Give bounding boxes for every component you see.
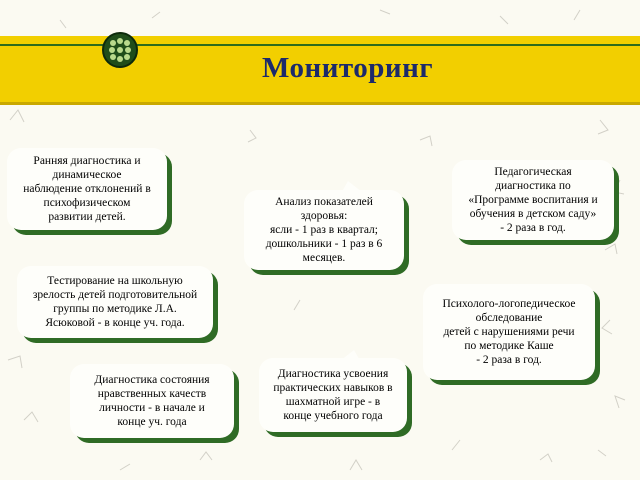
note-notch (336, 350, 362, 364)
note-notch (208, 398, 234, 412)
note-notch (340, 181, 366, 195)
note-early-diagnostics: Ранняя диагностика и динамическое наблюд… (7, 148, 167, 230)
note-text: Анализ показателей здоровья: ясли - 1 ра… (265, 196, 383, 264)
note-moral-qualities: Диагностика состояния нравственных качес… (70, 364, 234, 438)
note-text: Ранняя диагностика и динамическое наблюд… (23, 155, 151, 223)
note-text: Психолого-логопедическое обследование де… (442, 298, 576, 366)
note-pedagogical-diagnostics: Педагогическая диагностика по «Программе… (452, 160, 614, 240)
note-text: Педагогическая диагностика по «Программе… (468, 166, 598, 234)
note-text: Диагностика состояния нравственных качес… (94, 374, 210, 428)
note-text: Тестирование на школьную зрелость детей … (32, 275, 198, 329)
page-title: Мониторинг (262, 52, 433, 84)
note-speech-examination: Психолого-логопедическое обследование де… (423, 284, 595, 380)
note-notch (470, 170, 496, 184)
note-notch (120, 176, 146, 190)
note-health-analysis: Анализ показателей здоровья: ясли - 1 ра… (244, 190, 404, 270)
header-line (0, 44, 640, 46)
note-chess-skills: Диагностика усвоения практических навыко… (259, 358, 407, 432)
globe-icon (102, 32, 138, 68)
note-text: Диагностика усвоения практических навыко… (273, 368, 393, 422)
note-school-readiness: Тестирование на школьную зрелость детей … (17, 266, 213, 338)
